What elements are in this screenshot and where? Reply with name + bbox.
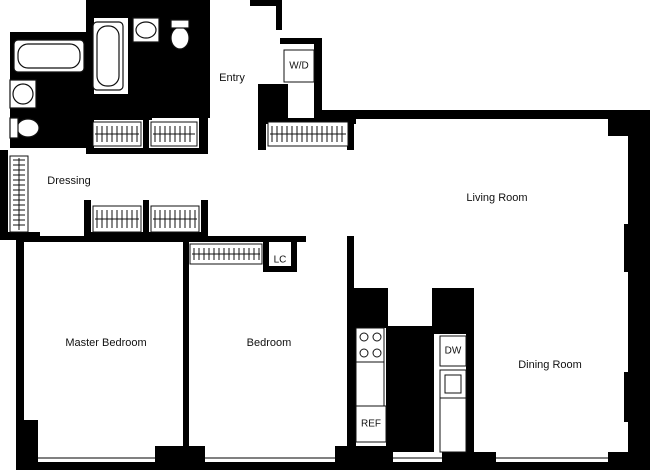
sink-bowl-icon xyxy=(135,21,157,39)
kitchen-left-wall xyxy=(350,288,356,458)
windows xyxy=(19,136,636,464)
right-pier-1 xyxy=(624,224,650,272)
dining-room-label: Dining Room xyxy=(518,359,582,371)
bottom-pier-3 xyxy=(442,452,496,470)
living-room-label: Living Room xyxy=(466,192,527,204)
hall-closet-side-left xyxy=(84,200,91,240)
left-pier xyxy=(16,420,38,470)
exterior-wall-bottom xyxy=(16,462,650,470)
toilet-2-icon xyxy=(16,118,40,138)
hall-closet-side xyxy=(201,200,208,240)
closet-hangers xyxy=(13,126,346,260)
kitchen-column-left xyxy=(352,288,388,328)
wd-wall xyxy=(280,38,322,44)
bottom-pier-4 xyxy=(608,452,650,470)
cooktop-icon xyxy=(355,327,385,363)
bedroom-label: Bedroom xyxy=(247,337,292,349)
burner-4-icon xyxy=(372,348,382,358)
bath-block-right xyxy=(200,0,210,118)
burner-1-icon xyxy=(359,332,369,342)
kitchen-sink-bowl-icon xyxy=(444,374,462,394)
lc-wall-bottom xyxy=(263,266,297,272)
dishwasher-label: DW xyxy=(445,346,462,357)
left-upper-wall xyxy=(0,150,8,240)
washer-dryer-label: W/D xyxy=(289,61,308,72)
bedroom-partition xyxy=(183,236,189,470)
bath-block-upper xyxy=(86,0,210,18)
toilet-2-tank-icon xyxy=(9,117,19,139)
bath-closet-mid xyxy=(143,118,149,154)
dressing-label: Dressing xyxy=(47,175,90,187)
living-corner-block xyxy=(608,110,650,136)
kitchen-appliances xyxy=(355,327,467,453)
master-bedroom-label: Master Bedroom xyxy=(65,337,146,349)
counter-left xyxy=(355,361,385,407)
burner-2-icon xyxy=(372,332,382,342)
linen-closet-label: LC xyxy=(274,255,287,266)
toilet-icon xyxy=(170,26,190,50)
counter-right xyxy=(439,397,467,453)
lc-wall-left xyxy=(263,236,269,272)
sink-2-bowl-icon xyxy=(12,83,34,105)
living-closet-wall xyxy=(262,118,356,124)
bathtub-2-inner-icon xyxy=(96,25,120,87)
toilet-tank-icon xyxy=(170,19,190,29)
bath-lower-wall xyxy=(86,94,152,120)
top-jog xyxy=(250,0,282,6)
right-pier-2 xyxy=(624,372,650,422)
washer-dryer-box xyxy=(283,49,315,83)
bathtub-inner-icon xyxy=(17,43,81,69)
wd-wall-right xyxy=(314,38,322,118)
living-small-wall xyxy=(347,236,354,288)
bath-fixtures xyxy=(9,17,190,139)
living-top-wall xyxy=(320,110,650,119)
refrigerator-label: REF xyxy=(361,419,381,430)
kitchen-right-wall xyxy=(466,288,474,458)
entry-label: Entry xyxy=(219,72,245,84)
bath-closet-right xyxy=(199,112,208,154)
lc-wall-right xyxy=(291,236,297,272)
burner-3-icon xyxy=(359,348,369,358)
kitchen-island xyxy=(386,326,434,452)
top-jog-side xyxy=(276,0,282,30)
dishwasher-box xyxy=(439,335,467,367)
refrigerator-box xyxy=(355,405,387,443)
hall-closet-mid xyxy=(143,200,149,240)
entry-right-block xyxy=(258,84,288,118)
living-stub-wall xyxy=(347,118,354,150)
